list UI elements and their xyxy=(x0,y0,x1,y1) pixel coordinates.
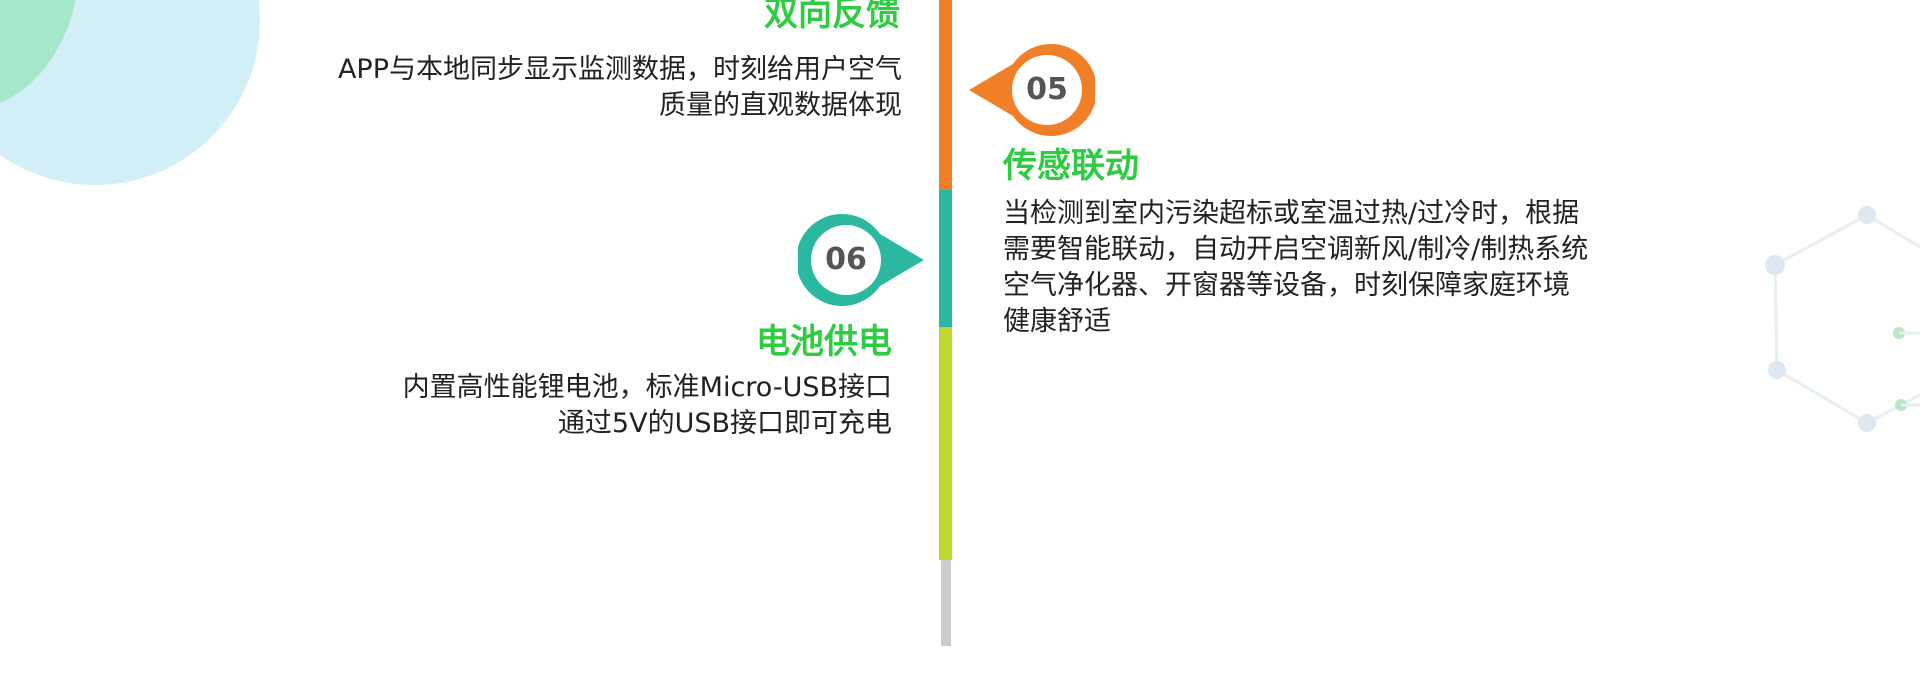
feature-title: 传感联动 xyxy=(1003,146,1139,186)
marker-number: 06 xyxy=(825,242,867,277)
feature-description: 内置高性能锂电池，标准Micro-USB接口 通过5V的USB接口即可充电 xyxy=(402,372,892,439)
timeline-segment-orange xyxy=(939,0,952,190)
feature-description: APP与本地同步显示监测数据，时刻给用户空气 质量的直观数据体现 xyxy=(337,54,902,121)
feature-title: 双向反馈 xyxy=(764,0,900,34)
marker-06: 06 xyxy=(796,210,928,310)
timeline-segment-gray xyxy=(941,560,951,646)
marker-number: 05 xyxy=(1026,72,1068,107)
map-pin-icon xyxy=(969,44,1097,136)
timeline-segment-teal xyxy=(939,190,952,327)
marker-05: 05 xyxy=(965,40,1097,140)
feature-title: 电池供电 xyxy=(756,322,892,362)
map-pin-icon xyxy=(796,214,924,306)
feature-description: 当检测到室内污染超标或室温过热/过冷时，根据 需要智能联动，自动开启空调新风/制… xyxy=(1003,198,1589,337)
hexagon-molecule-icon xyxy=(1765,206,1920,432)
timeline-segment-lime xyxy=(939,327,952,560)
